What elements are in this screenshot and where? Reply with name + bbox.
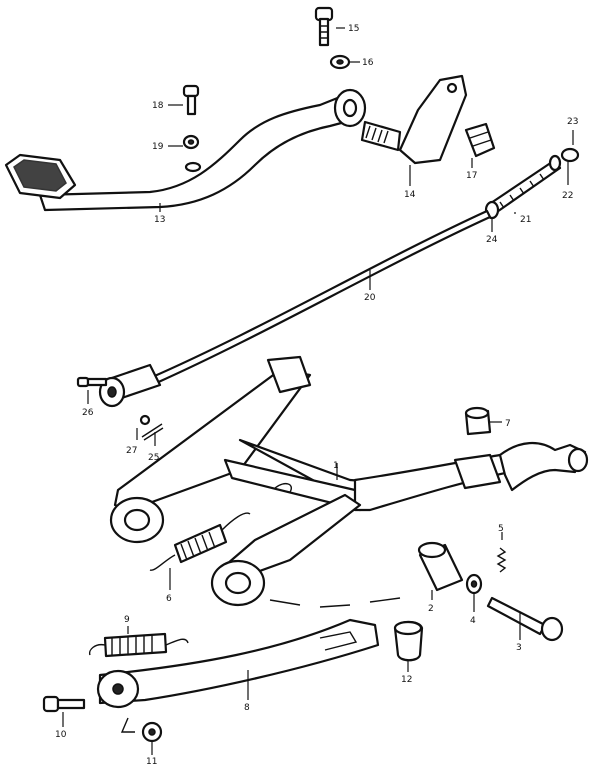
pin-26	[76, 376, 108, 388]
bolt-15	[314, 6, 334, 47]
callout-1: 1	[333, 461, 339, 471]
spring-6	[149, 512, 251, 571]
callout-7: 7	[505, 419, 511, 429]
washer-16	[329, 54, 351, 70]
center-stand	[109, 355, 589, 608]
spring-5	[496, 547, 507, 573]
callout-18: 18	[152, 101, 164, 111]
callout-20: 20	[364, 293, 376, 303]
callout-16: 16	[362, 58, 374, 68]
callout-23: 23	[567, 117, 578, 127]
callout-14: 14	[404, 190, 416, 200]
callout-9: 9	[124, 615, 130, 625]
callout-11: 11	[146, 757, 157, 767]
callout-labels: 15 16 18 19 13 14 17 21 24 22 23 20 26 2…	[55, 24, 578, 767]
callout-15: 15	[348, 24, 359, 34]
callout-13: 13	[154, 215, 165, 225]
callout-21: 21	[520, 215, 531, 225]
callout-12: 12	[401, 675, 412, 685]
spring-9	[88, 632, 189, 658]
callout-19: 19	[152, 142, 164, 152]
callout-25: 25	[148, 453, 159, 463]
callout-26: 26	[82, 408, 94, 418]
bushing-12	[393, 620, 424, 662]
collar-2	[417, 541, 464, 592]
callout-10: 10	[55, 730, 67, 740]
cable-adjuster	[484, 147, 580, 220]
brake-rod-20	[98, 209, 492, 408]
side-stand-8	[96, 618, 380, 709]
callout-8: 8	[244, 703, 250, 713]
nut-11	[141, 721, 163, 743]
nut-19	[182, 134, 200, 150]
bushing-7	[464, 406, 492, 436]
callout-6: 6	[166, 594, 172, 604]
brake-pedal	[4, 88, 367, 212]
washer-4	[465, 573, 483, 595]
cotter-pins	[139, 414, 164, 441]
bolt-10	[42, 695, 86, 713]
bolt-3	[486, 596, 564, 642]
callout-5: 5	[498, 524, 504, 534]
callout-3: 3	[516, 643, 522, 653]
callout-22: 22	[562, 191, 573, 201]
part-17	[464, 122, 496, 158]
callout-2: 2	[428, 604, 434, 614]
callout-4: 4	[470, 616, 476, 626]
callout-27: 27	[126, 446, 137, 456]
bolt-18	[182, 84, 200, 116]
callout-24: 24	[486, 235, 498, 245]
callout-17: 17	[466, 171, 477, 181]
leader-lines	[62, 27, 574, 755]
brake-arm-14	[360, 74, 468, 165]
